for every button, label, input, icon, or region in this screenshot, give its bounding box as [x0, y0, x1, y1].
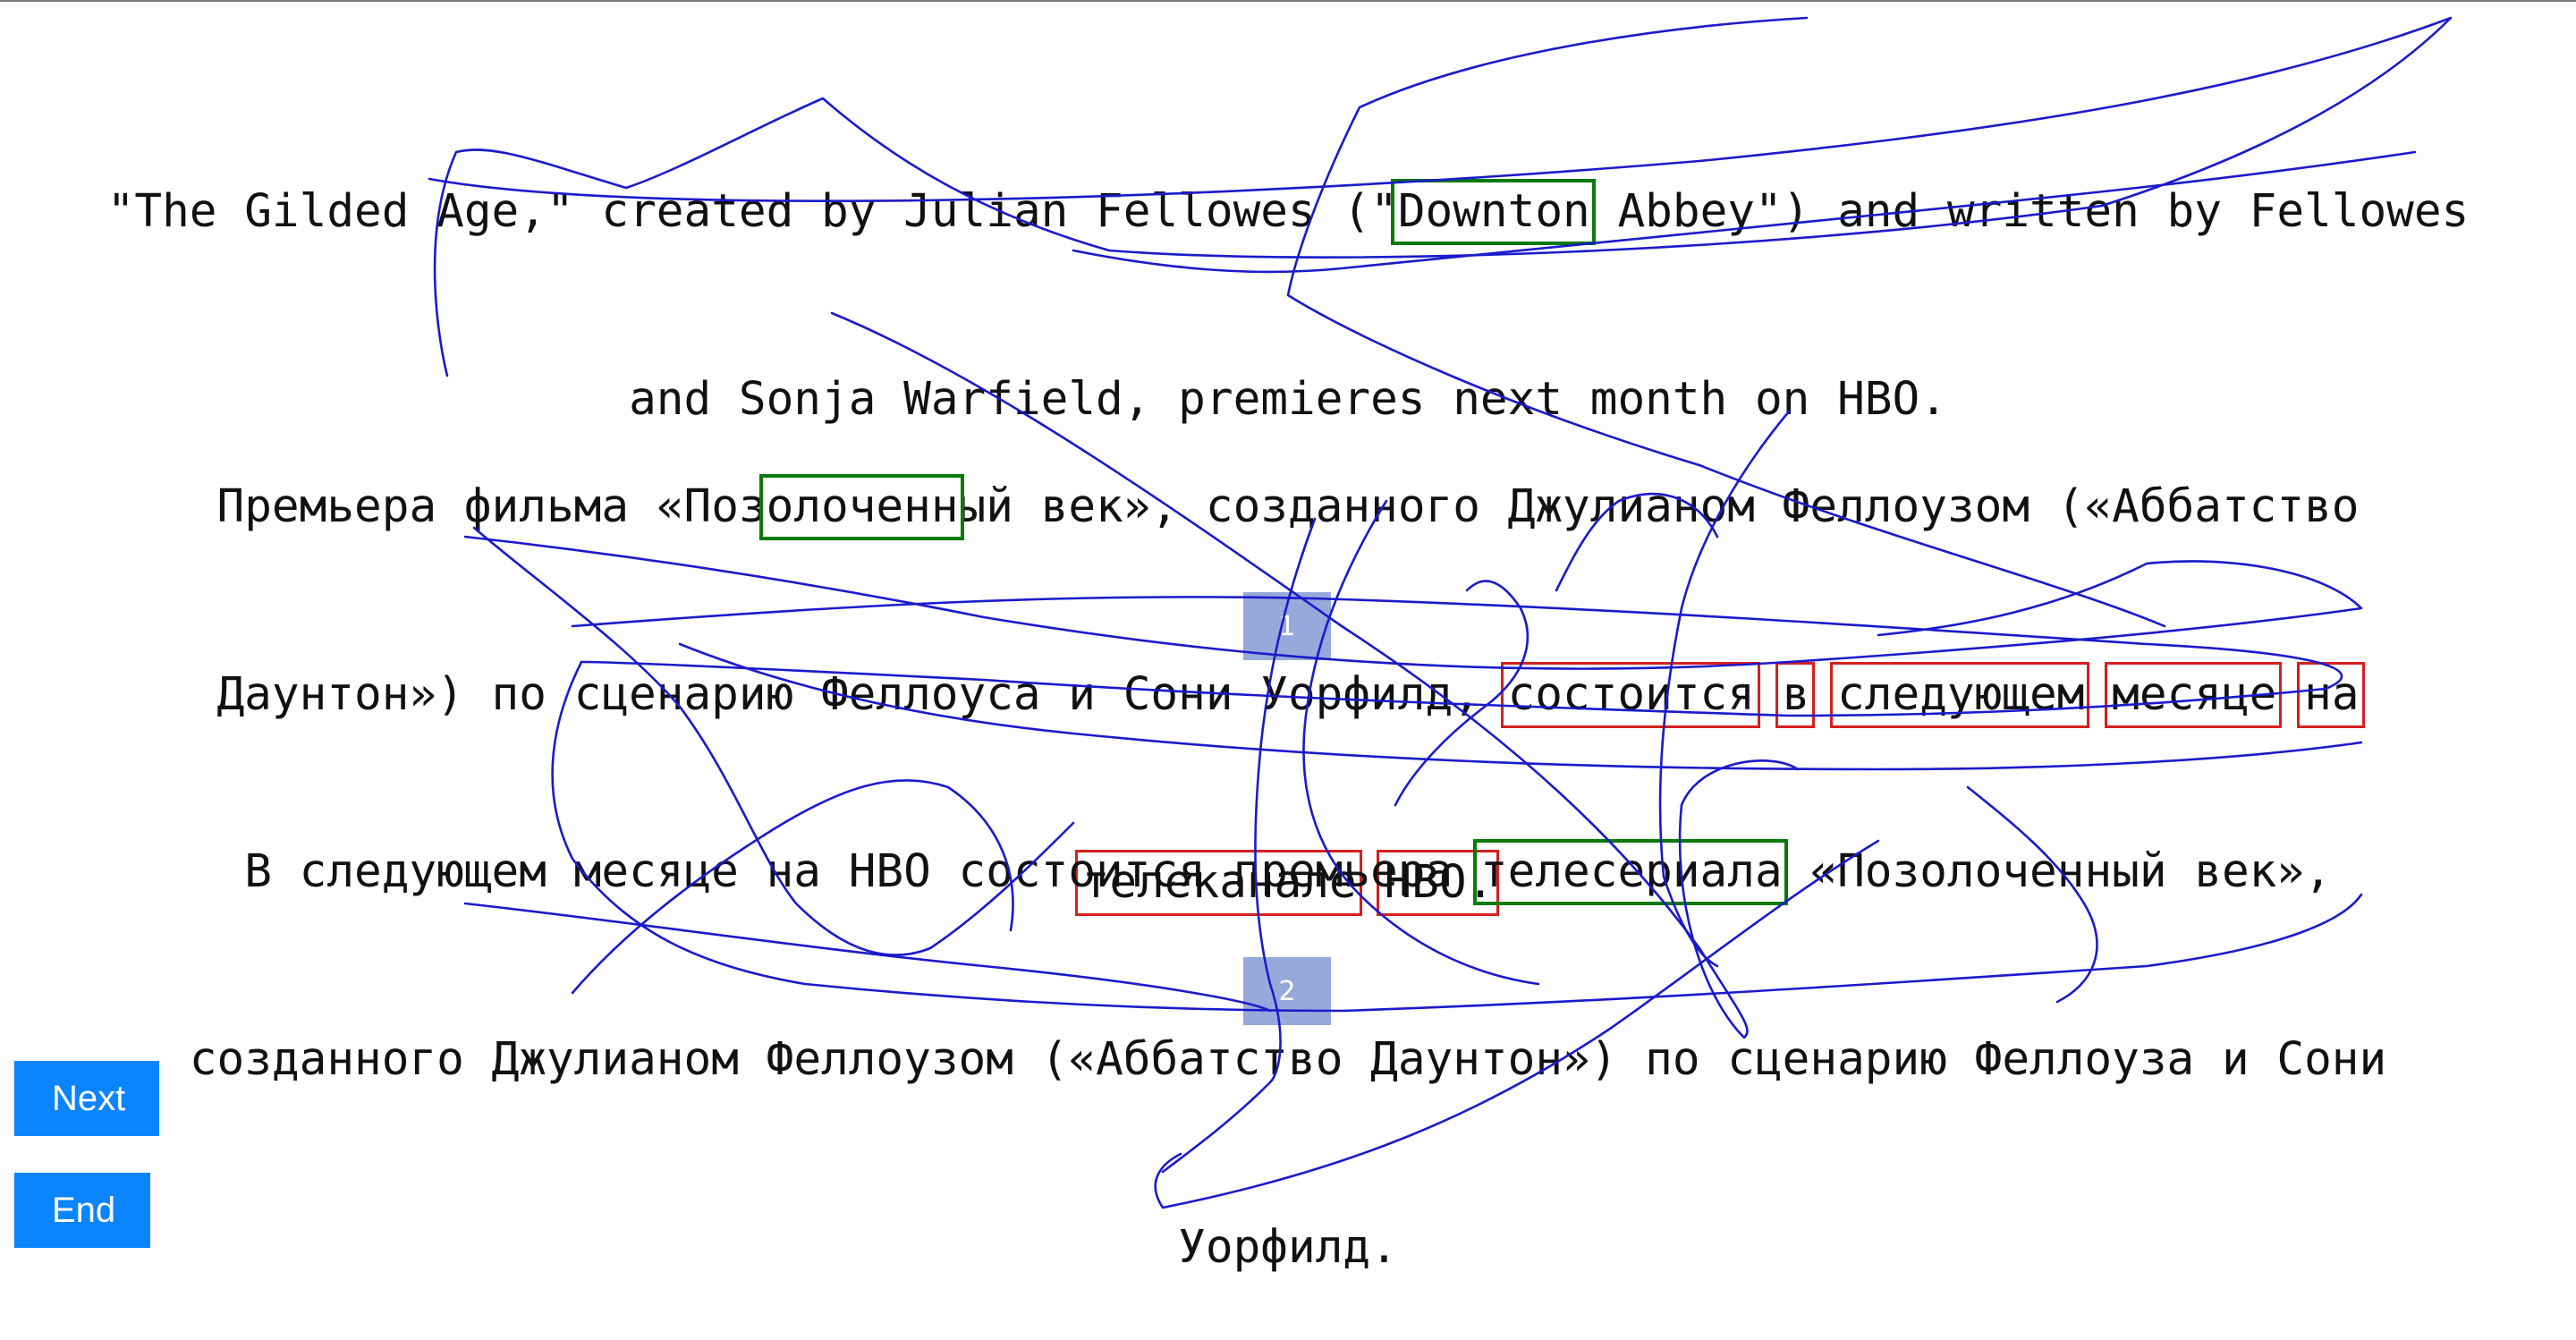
next-button[interactable]: Next — [14, 1061, 159, 1136]
reference-segment: «Позолоченный век», — [1782, 845, 2332, 898]
translation-segment: Премьера фильма «Поз — [216, 480, 767, 533]
top-border — [0, 0, 2576, 2]
reference-line-2: созданного Джулианом Феллоузом («Аббатст… — [189, 1033, 2387, 1086]
translation-segment: Даунтон») по сценарию Феллоуса и Сони Уо… — [216, 668, 1508, 721]
translation-highlight-olochenn: олоченн — [758, 474, 964, 540]
translation-line-1: Премьера фильма «Позолоченный век», созд… — [0, 474, 2576, 540]
reference-line-3: Уорфилд. — [1178, 1221, 1398, 1274]
reference-line-1: В следующем месяце на HBO состоится прем… — [0, 839, 2576, 905]
marker-badge-2: 2 — [1243, 957, 1331, 1025]
marker-badge-1: 1 — [1243, 592, 1331, 660]
source-segment: "The Gilded Age," created by Julian Fell… — [106, 185, 1398, 238]
reference-highlight-teleseriala: телесериала — [1472, 839, 1788, 905]
reference-segment: В следующем месяце на HBO состоится прем… — [244, 845, 1480, 898]
end-button[interactable]: End — [14, 1173, 150, 1248]
source-highlight-downton: Downton — [1390, 179, 1596, 245]
source-line-1: "The Gilded Age," created by Julian Fell… — [0, 179, 2576, 245]
reference-text: В следующем месяце на HBO состоится прем… — [0, 716, 2576, 1340]
source-segment: Abbey") and written by Fellowes — [1589, 185, 2470, 238]
translation-segment: ый век», созданного Джулианом Феллоузом … — [958, 480, 2360, 533]
